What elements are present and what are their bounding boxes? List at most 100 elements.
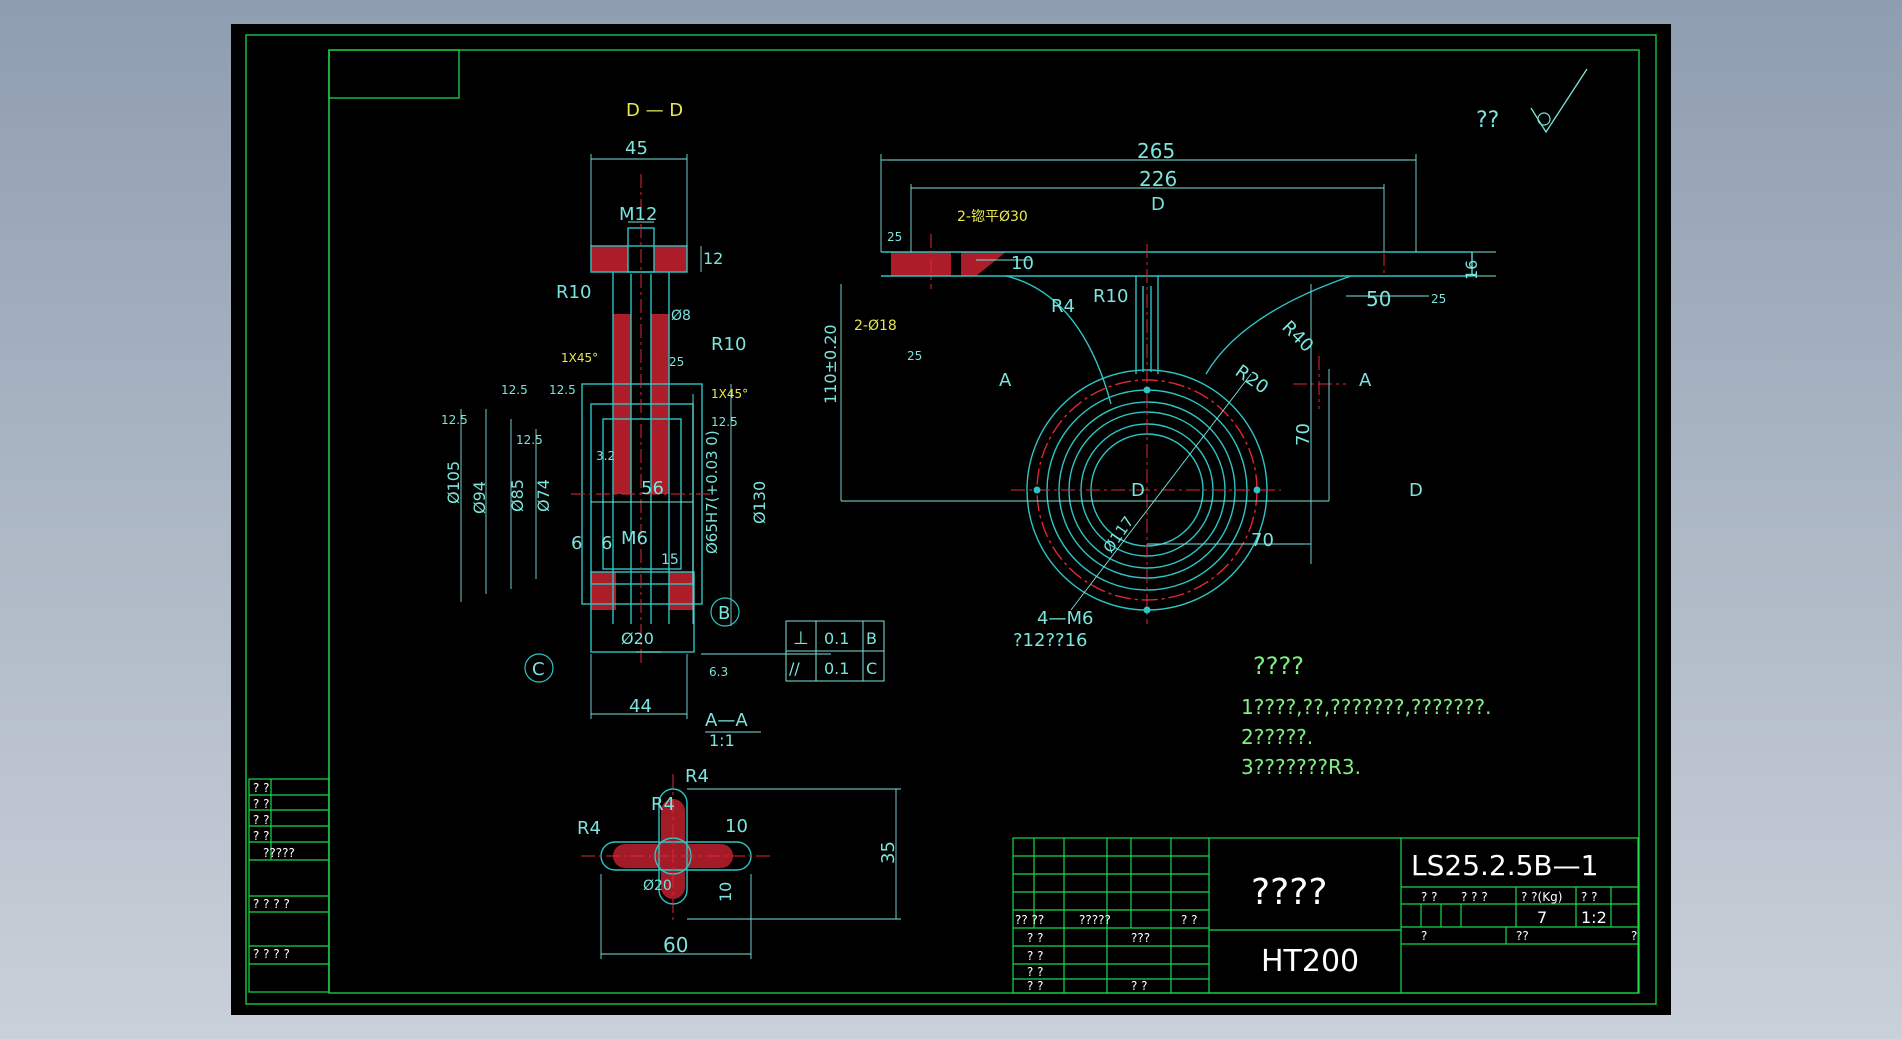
sign-label: ? ? xyxy=(1027,979,1044,993)
section-aa-title: A—A xyxy=(705,710,748,731)
strip-label: ????? xyxy=(263,846,295,860)
tol-perp-symbol: ⊥ xyxy=(793,628,809,649)
section-a-right: A xyxy=(1359,370,1372,391)
dim-10: 10 xyxy=(1011,253,1034,274)
roughness-25: 25 xyxy=(907,349,922,363)
datum-b-circle xyxy=(710,597,740,627)
revision-label: ????? xyxy=(1079,913,1111,927)
datum-c-circle xyxy=(524,653,554,683)
dim-10-side: 10 xyxy=(716,882,735,902)
tolerance-frame xyxy=(785,620,885,682)
holes-note: 2-Ø18 xyxy=(854,318,897,334)
dim-r4: R4 xyxy=(1051,296,1075,317)
datum-c: C xyxy=(532,659,545,680)
dim-phi85: Ø85 xyxy=(508,479,527,512)
dim-r10-right: R10 xyxy=(711,334,746,355)
strip-label: ? ? xyxy=(253,797,270,811)
dim-70-vertical: 70 xyxy=(1293,423,1314,446)
section-dd: D — D xyxy=(441,100,885,719)
tech-heading: ???? xyxy=(1253,652,1304,680)
strip-label: ? ? xyxy=(253,781,270,795)
strip-label: ? ? xyxy=(253,829,270,843)
dim-r4-left: R4 xyxy=(577,818,601,839)
center-d-label: D xyxy=(1131,480,1145,501)
strip-label: ? ? ? ? xyxy=(253,947,290,961)
roughness-mark: 12.5 xyxy=(501,383,528,397)
revision-label: ? ? xyxy=(1181,913,1198,927)
dim-6b: 6 xyxy=(601,533,612,554)
roughness-mark: 12.5 xyxy=(711,415,738,429)
front-view: 265 226 2-锪平Ø30 D 10 R4 R10 50 16 R40 R2… xyxy=(821,139,1496,651)
roughness-mark: 12.5 xyxy=(516,433,543,447)
roughness-25: 25 xyxy=(1431,292,1446,306)
section-dd-title: D — D xyxy=(626,100,683,121)
dim-265: 265 xyxy=(1137,139,1175,163)
strip-label: ? ? ? ? xyxy=(253,897,290,911)
dim-phi20-aa: Ø20 xyxy=(643,878,672,894)
dim-phi130: Ø130 xyxy=(750,481,769,524)
roughness-mark: 25 xyxy=(669,355,684,369)
dim-phi117: Ø117 xyxy=(1100,513,1138,556)
material: HT200 xyxy=(1261,944,1359,979)
dim-m6-depth: ?12??16 xyxy=(1013,630,1087,651)
spotface-note: 2-锪平Ø30 xyxy=(957,209,1028,225)
date-label: ??? xyxy=(1131,931,1150,945)
chamfer-right: 1X45° xyxy=(711,387,748,401)
tech-line: 3???????R3. xyxy=(1241,755,1361,779)
roughness-mark: 3.2 xyxy=(596,449,615,463)
view-d-label: D xyxy=(1151,194,1165,215)
datum-b: B xyxy=(718,603,730,624)
tech-line: 2?????. xyxy=(1241,725,1313,749)
header-cell: ? ? ? xyxy=(1461,890,1488,904)
roughness-mark: 12.5 xyxy=(441,413,468,427)
side-d-label: D xyxy=(1409,480,1423,501)
header-cell: ? ?(Kg) xyxy=(1521,890,1562,904)
roughness-25: 25 xyxy=(887,230,902,244)
part-name: ???? xyxy=(1251,872,1327,913)
sheet-border xyxy=(245,34,1657,1005)
dim-m6: M6 xyxy=(621,528,648,549)
dim-m6-holes: 4—M6 xyxy=(1037,608,1093,629)
dim-226: 226 xyxy=(1139,167,1177,191)
dim-r4-top: R4 xyxy=(685,766,709,787)
scale-value: 1:2 xyxy=(1581,908,1607,927)
dim-6a: 6 xyxy=(571,533,582,554)
roughness-mark: 12.5 xyxy=(549,383,576,397)
dim-r20: R20 xyxy=(1231,361,1272,399)
qty-value: 7 xyxy=(1537,908,1547,927)
chamfer-left: 1X45° xyxy=(561,351,598,365)
dim-12: 12 xyxy=(703,249,723,268)
sheet-label: ? xyxy=(1421,929,1427,943)
dim-60: 60 xyxy=(663,933,688,957)
revision-label: ?? ?? xyxy=(1015,913,1044,927)
dim-16: 16 xyxy=(1462,260,1481,280)
roughness-note: ?? xyxy=(1476,108,1499,133)
dim-45: 45 xyxy=(625,138,648,159)
tol-par-ref: C xyxy=(866,659,877,678)
dim-phi20: Ø20 xyxy=(621,629,654,648)
drawing-sheet: ? ? ? ? ? ? ? ? ????? ? ? ? ? ? ? ? ? D … xyxy=(231,24,1671,1015)
dim-70-horizontal: 70 xyxy=(1251,530,1274,551)
header-cell: ? ? xyxy=(1421,890,1438,904)
section-aa-scale: 1:1 xyxy=(709,731,735,750)
tol-perp-value: 0.1 xyxy=(824,629,849,648)
sheet-label: ? xyxy=(1631,929,1637,943)
dim-r4-mid: R4 xyxy=(651,794,675,815)
sign-label: ? ? xyxy=(1027,949,1044,963)
dim-phi65: Ø65H7(+0.03 0) xyxy=(703,430,721,554)
title-block: ???? HT200 LS25.2.5B—1 ? ? ? ? ? ? ?(Kg)… xyxy=(1012,837,1639,994)
dim-r10-left: R10 xyxy=(556,282,591,303)
dim-35: 35 xyxy=(878,841,899,864)
dim-44: 44 xyxy=(629,696,652,717)
drawing-number: LS25.2.5B—1 xyxy=(1411,849,1598,882)
section-aa: A—A 1:1 R4 R4 R4 10 10 Ø20 35 60 xyxy=(577,710,901,959)
dim-56: 56 xyxy=(641,478,664,499)
tol-par-value: 0.1 xyxy=(824,659,849,678)
sign-label: ? ? xyxy=(1027,965,1044,979)
dim-r10: R10 xyxy=(1093,286,1128,307)
left-info-strip: ? ? ? ? ? ? ? ? ????? ? ? ? ? ? ? ? ? xyxy=(248,778,330,993)
dim-15: 15 xyxy=(661,552,679,568)
date-label: ? ? xyxy=(1131,979,1148,993)
roughness-symbol: ?? xyxy=(1476,68,1588,134)
technical-requirements: ???? 1????,??,???????,???????. 2?????. 3… xyxy=(1241,652,1491,779)
